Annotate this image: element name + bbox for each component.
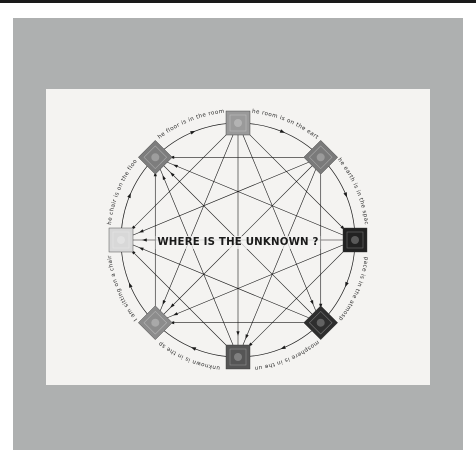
circular-phrase: the chair is on the floor [46,89,139,225]
circular-phrase: the room is on the earth [46,89,320,141]
top-border-line [0,0,476,3]
circle-arrow [127,282,132,288]
circular-phrase: the atmosphere is in the unknown [46,89,320,371]
photo-node [226,345,250,369]
circle-arrow [190,345,196,350]
line-arrow [138,246,144,251]
line-arrow [161,300,166,306]
circle-arrow [343,192,348,198]
photo-node [343,228,367,252]
line-arrow [310,300,315,306]
artwork-paper: the room is on the earththe earth is in … [46,89,430,385]
line-arrow [142,238,147,241]
line-arrow [138,229,144,234]
artwork-diagram: the room is on the earththe earth is in … [46,89,430,385]
line-arrow [236,331,239,336]
line-arrow [244,334,249,340]
circular-phrase: I am sitting on a chair [107,254,139,321]
line-arrow [161,174,166,180]
line-arrow [172,163,178,168]
circle-arrow [280,345,286,350]
circle-arrow [190,129,196,134]
photo-node [226,111,250,135]
line-arrow [172,312,178,317]
circle-arrow [343,282,348,288]
center-title: WHERE IS THE UNKNOWN ? [157,237,318,248]
circle-arrow [280,129,286,134]
circular-phrase: the floor is in the room [46,89,225,141]
photo-node [109,228,133,252]
circle-arrow [127,192,132,198]
circular-phrase: the unknown is in the space [46,89,223,371]
